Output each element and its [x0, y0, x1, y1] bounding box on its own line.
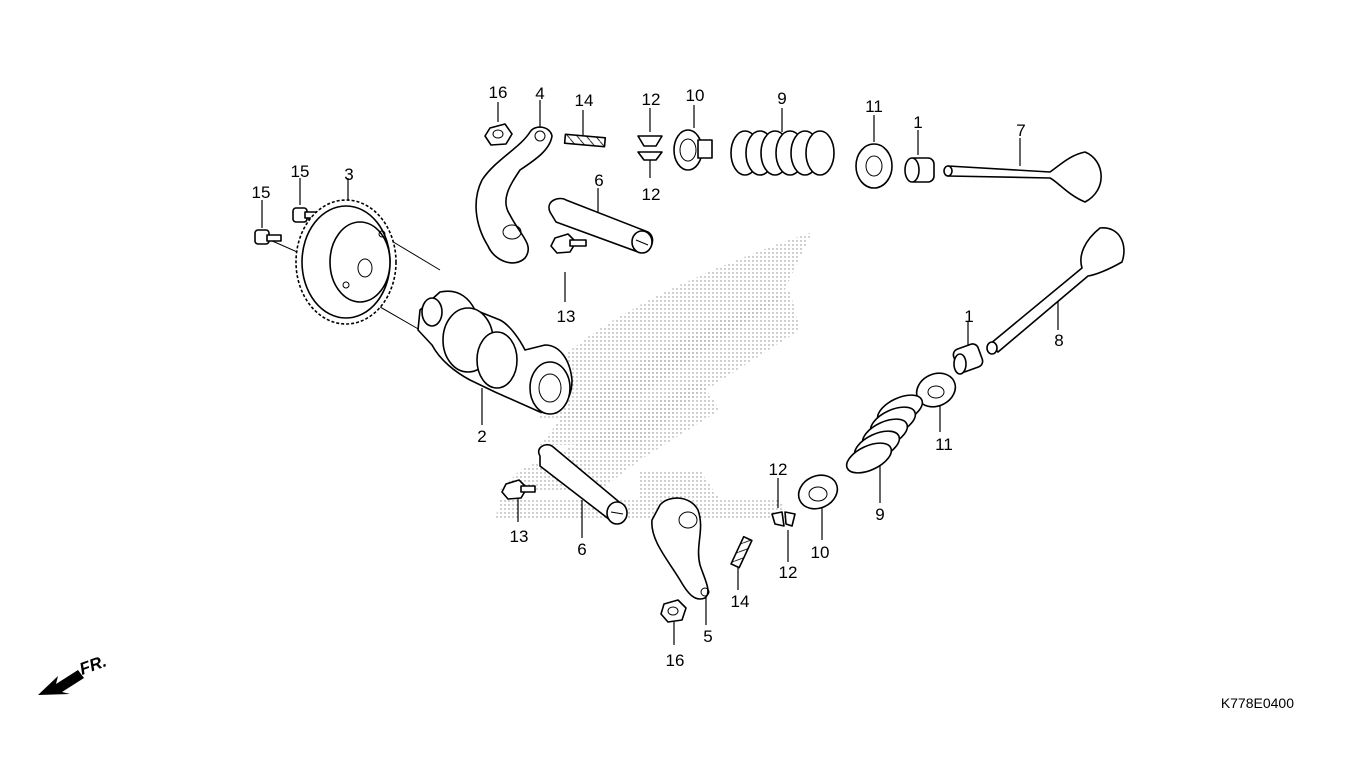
tappet-cap-bottom: [952, 343, 984, 375]
nut-top: [484, 123, 513, 146]
callout-12-c: 12: [769, 460, 788, 479]
rocker-arm-top: [475, 126, 553, 264]
stem-seal-bottom: [797, 474, 839, 510]
callout-1-top: 1: [913, 113, 922, 132]
callout-15-lower: 15: [252, 183, 271, 202]
bolt-top: [550, 233, 587, 254]
callout-11-bottom: 11: [935, 435, 953, 454]
callout-12-b: 12: [642, 185, 661, 204]
callout-8: 8: [1054, 331, 1063, 350]
bolt-bottom: [501, 479, 536, 500]
spring-retainer-top: [855, 143, 893, 189]
callout-5: 5: [703, 627, 712, 646]
callout-10-top: 10: [686, 86, 705, 105]
callout-14-bottom: 14: [731, 592, 750, 611]
callout-labels: 1 1 2 3 4 5 6 6 7 8 9 9 10 10 11 11 12 1…: [252, 83, 1064, 670]
valve-spring-bottom: [845, 394, 924, 474]
intake-valve: [943, 151, 1102, 203]
callout-9-top: 9: [777, 89, 786, 108]
front-indicator-label: FR.: [77, 652, 109, 679]
callout-6-top: 6: [594, 171, 603, 190]
exhaust-valve: [986, 227, 1125, 355]
bolt-15-lower: [254, 229, 282, 245]
camshaft: [417, 290, 573, 415]
stem-seal-top: [673, 129, 713, 171]
callout-9-bottom: 9: [875, 505, 884, 524]
adjusting-screw-bottom: [730, 535, 753, 569]
callout-4: 4: [535, 84, 544, 103]
callout-6-bottom: 6: [577, 540, 586, 559]
callout-13-bottom: 13: [510, 527, 529, 546]
rocker-shaft-top: [548, 197, 654, 254]
callout-14-top: 14: [575, 91, 594, 110]
valve-cotter-bottom: [771, 511, 796, 527]
callout-11-top: 11: [865, 97, 883, 116]
callout-2: 2: [477, 427, 486, 446]
diagram-code: K778E0400: [1220, 695, 1294, 711]
callout-15-upper: 15: [291, 162, 310, 181]
callout-10-bottom: 10: [811, 543, 830, 562]
rocker-shaft-bottom: [537, 443, 628, 525]
callout-7: 7: [1016, 121, 1025, 140]
callout-12-d: 12: [779, 563, 798, 582]
valve-cotter-top: [637, 135, 663, 161]
callout-1-bottom: 1: [964, 307, 973, 326]
valve-spring-top: [730, 130, 835, 176]
callout-16-bottom: 16: [666, 651, 685, 670]
front-arrow-icon: [38, 670, 84, 695]
nut-bottom: [660, 599, 687, 623]
tappet-cap-top: [904, 157, 935, 183]
wing-logo-watermark: [495, 232, 812, 520]
callout-3: 3: [344, 165, 353, 184]
rocker-arm-bottom: [651, 497, 710, 600]
callout-16-top: 16: [489, 83, 508, 102]
adjusting-screw-top: [563, 133, 607, 148]
callout-12-a: 12: [642, 90, 661, 109]
cam-sprocket: [295, 199, 397, 325]
callout-13-top: 13: [557, 307, 576, 326]
